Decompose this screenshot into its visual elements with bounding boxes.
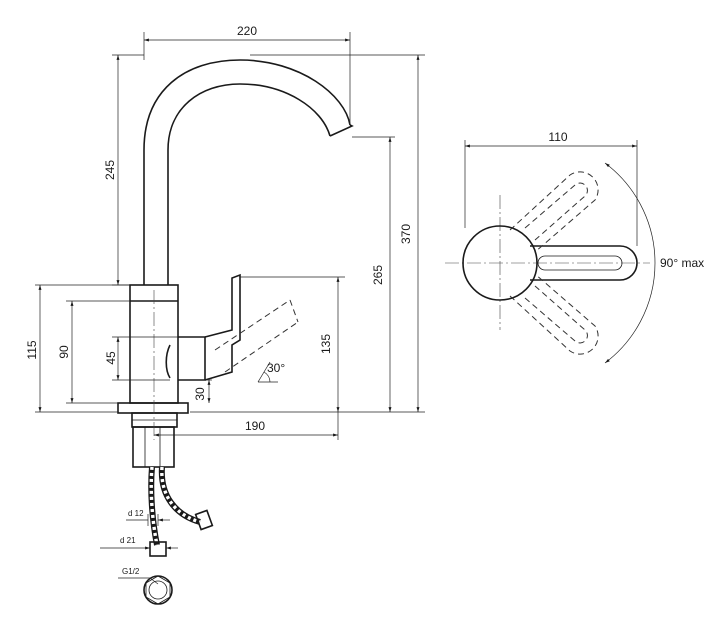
- spout-inner-outline: [167, 83, 331, 285]
- dim-265: 265: [371, 265, 385, 285]
- label-g12: G1/2: [122, 567, 140, 576]
- top-body-circle: [462, 225, 538, 301]
- cartridge: [178, 336, 206, 381]
- fitting-hex: [145, 575, 171, 605]
- top-lever-slot: [537, 255, 623, 271]
- hose-right: [158, 466, 201, 525]
- dim-115: 115: [25, 340, 39, 359]
- fitting-outer: [143, 575, 173, 605]
- dim-190: 190: [245, 419, 265, 433]
- shank: [132, 426, 175, 468]
- top-lever: [530, 245, 638, 281]
- dim-30: 30: [193, 387, 207, 401]
- handle-tilted-dashed: [214, 299, 299, 373]
- dim-angle-30: 30°: [267, 361, 285, 375]
- side-view: [117, 59, 354, 605]
- dim-rotation: 90° max: [660, 256, 704, 270]
- hose-nut-right: [194, 509, 214, 531]
- dimension-lines: 220 370 265 135 245 115 90 45: [25, 24, 425, 585]
- label-d21: d 21: [120, 536, 136, 545]
- top-lever-dashed-upper: [509, 171, 599, 253]
- dim-90: 90: [57, 345, 71, 359]
- top-view: 110 90° max: [445, 130, 704, 364]
- dim-245: 245: [103, 160, 117, 180]
- spout-outline: [143, 59, 351, 285]
- fitting-inner: [148, 580, 168, 600]
- spout-nozzle: [329, 124, 354, 137]
- dim-220: 220: [237, 24, 257, 38]
- top-lever-dashed-lower: [509, 273, 599, 355]
- label-d12: d 12: [128, 509, 144, 518]
- handle: [204, 273, 241, 381]
- cartridge-curve: [165, 344, 171, 379]
- dim-45: 45: [104, 351, 118, 365]
- dim-110: 110: [548, 130, 567, 144]
- dim-370: 370: [399, 224, 413, 244]
- dim-135: 135: [319, 334, 333, 354]
- base-plate: [117, 402, 189, 414]
